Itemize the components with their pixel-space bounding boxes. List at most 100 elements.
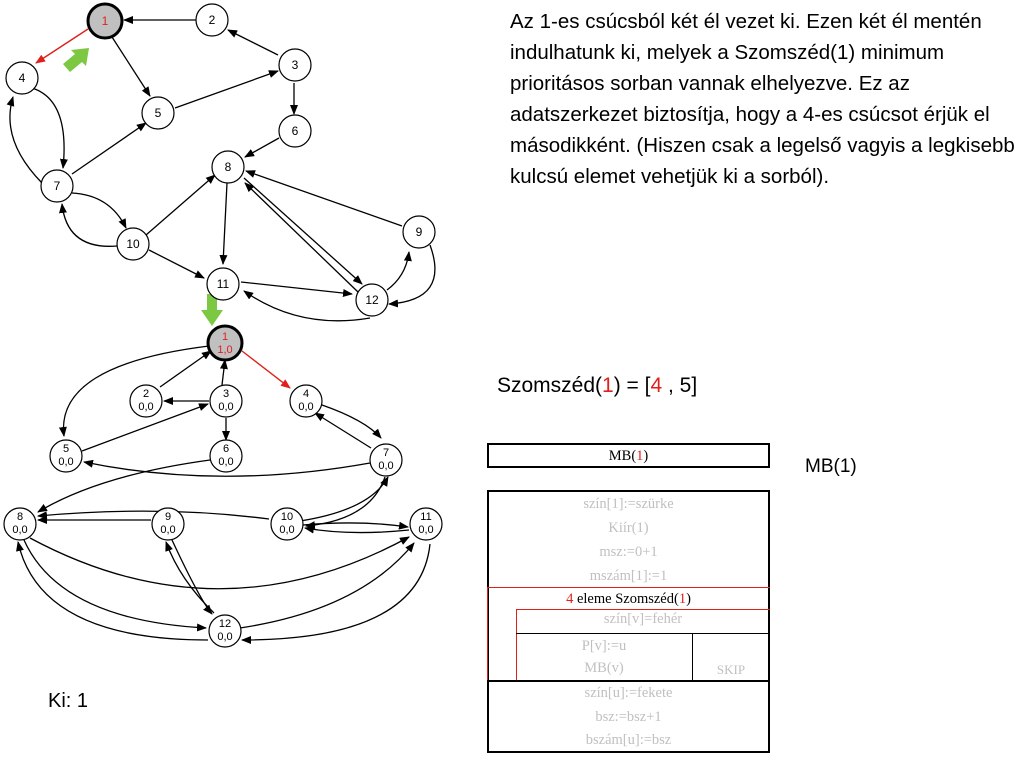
final-line-2: bsz:=bsz+1: [595, 709, 662, 725]
bot-node-9-id: 9: [165, 511, 171, 523]
loop-header: 4 eleme Szomszéd(1): [489, 591, 768, 608]
top-node-11: 11: [206, 267, 240, 301]
green-arrow-down: [201, 294, 223, 326]
top-node-11-label: 11: [217, 277, 230, 291]
top-node-12-label: 12: [365, 293, 379, 307]
top-node-6: 6: [278, 114, 312, 148]
bot-node-9-time: 0,0: [160, 524, 175, 536]
edge-top-9-12: [388, 244, 436, 308]
neighbor-node: 1: [602, 374, 614, 397]
edge-top-3-2: [227, 29, 279, 56]
top-node-2-label: 2: [209, 13, 216, 27]
top-node-8: 8: [211, 150, 245, 184]
bot-node-12-time: 0,0: [217, 631, 232, 643]
edge-top-10-8: [145, 174, 216, 236]
cond-line: szín[v]=fehér: [603, 611, 683, 627]
top-node-3-label: 3: [292, 58, 299, 72]
explanation-paragraph: Az 1-es csúcsból két él vezet ki. Ezen k…: [510, 10, 1015, 188]
bot-node-3: 3 0,0: [209, 384, 243, 418]
bot-node-6: 6 0,0: [209, 439, 243, 473]
loop-frame: [487, 587, 770, 680]
top-node-4-label: 4: [19, 71, 26, 85]
struktogram-header: MB(1): [487, 443, 770, 468]
final-divider: [487, 680, 770, 682]
edge-top-12-9: [386, 251, 412, 291]
bot-node-11: 11 0,0: [409, 507, 443, 541]
edge-bot-7-4: [314, 412, 372, 449]
bot-node-4-time: 0,0: [298, 401, 313, 413]
edge-bot-6-8: [37, 459, 211, 513]
bot-node-2: 2 0,0: [129, 384, 163, 418]
edge-top-12-11: [243, 290, 371, 322]
edge-top-7-4: [6, 96, 43, 184]
bot-node-2-id: 2: [143, 388, 149, 400]
loop-suffix: ): [686, 591, 691, 607]
graph-diagrams: 1 2 3 4 5 6 7 8 9 10 11 12: [3, 2, 443, 648]
final-line-3: bszám[u]:=bsz: [585, 732, 672, 748]
header-node: 1: [636, 448, 644, 464]
top-node-12: 12: [355, 283, 389, 317]
edge-top-7-5: [71, 122, 147, 175]
bot-node-7: 7 0,0: [369, 443, 403, 477]
edge-top-5-3: [174, 70, 279, 109]
bot-node-12: 12 0,0: [208, 614, 242, 648]
else-line: SKIP: [716, 662, 746, 677]
bot-node-3-time: 0,0: [218, 401, 233, 413]
bot-node-6-id: 6: [223, 443, 229, 455]
edge-bot-10-11: [302, 521, 409, 530]
init-line-3: msz:=0+1: [599, 544, 658, 560]
bot-node-1-id: 1: [222, 331, 228, 343]
edge-top-9-8: [245, 170, 403, 227]
edge-bot-3-1: [219, 359, 228, 386]
edge-bot-11-12: [241, 543, 431, 644]
final-line-1: szín[u]:=fekete: [584, 685, 673, 701]
edge-bot-5-3: [81, 403, 209, 452]
bot-node-1: 1 1,0: [206, 324, 244, 362]
top-node-4: 4: [5, 61, 39, 95]
edge-bot-10-8: [37, 510, 270, 520]
top-node-9: 9: [402, 215, 436, 249]
top-node-1: 1: [86, 2, 124, 40]
bot-node-2-time: 0,0: [138, 401, 153, 413]
edge-top-7-10: [71, 192, 127, 229]
then-line-2: MB(v): [584, 660, 624, 676]
bot-node-11-time: 0,0: [418, 524, 433, 536]
top-node-6-label: 6: [292, 124, 299, 138]
top-node-8-label: 8: [225, 160, 232, 174]
top-node-10: 10: [116, 227, 150, 261]
bot-node-8: 8 0,0: [3, 507, 37, 541]
edge-top-1-5: [111, 36, 151, 97]
neighbor-rest: , 5]: [662, 374, 698, 397]
struktogram-body: szín[1]:=szürke Kiír(1) msz:=0+1 mszám[1…: [487, 490, 770, 753]
bot-node-10: 10 0,0: [270, 507, 304, 541]
edge-bot-2-1: [159, 350, 212, 388]
mb-call-label: MB(1): [805, 456, 857, 477]
top-node-5: 5: [141, 96, 175, 130]
init-line-1: szín[1]:=szürke: [583, 496, 674, 512]
edge-bot-1-4-active: [241, 350, 291, 389]
top-node-3: 3: [278, 48, 312, 82]
bot-node-10-id: 10: [281, 511, 293, 523]
bot-node-3-id: 3: [223, 388, 229, 400]
bot-node-5-time: 0,0: [58, 456, 73, 468]
edge-bot-11-10: [304, 525, 410, 534]
branch-separator: [692, 633, 693, 680]
edge-bot-12-8: [16, 541, 209, 641]
top-node-5-label: 5: [155, 106, 162, 120]
edge-bot-12-11: [239, 542, 415, 629]
edge-bot-8-12: [23, 539, 207, 632]
bot-node-5-id: 5: [63, 443, 69, 455]
edge-bot-1-5: [58, 345, 210, 437]
bot-node-4-id: 4: [303, 388, 309, 400]
bottom-graph-edges: [16, 345, 431, 644]
bot-node-7-id: 7: [383, 447, 389, 459]
edge-top-4-7: [31, 87, 68, 169]
header-prefix: MB(: [608, 448, 637, 464]
neighbor-list: Szomszéd(1) = [4 , 5]: [497, 374, 697, 398]
bot-node-9: 9 0,0: [151, 507, 185, 541]
bot-node-4: 4 0,0: [289, 384, 323, 418]
edge-top-8-12: [243, 177, 363, 285]
neighbor-first: 4: [650, 374, 663, 397]
top-node-1-label: 1: [102, 14, 109, 28]
edge-top-11-12: [240, 281, 353, 298]
